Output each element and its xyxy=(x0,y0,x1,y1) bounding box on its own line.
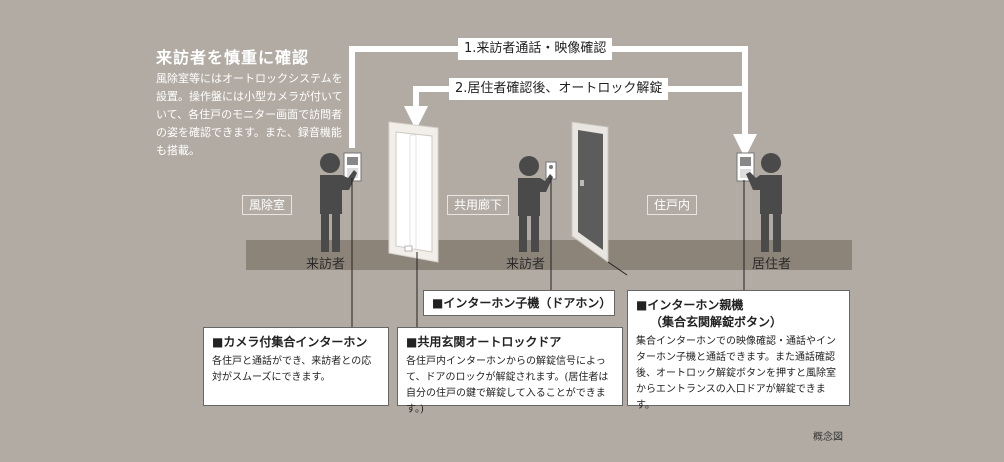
resident-figure xyxy=(746,153,782,252)
callout-autolock-door: ■共用玄関オートロックドア 各住戸内インターホンからの解錠信号によって、ドアのロ… xyxy=(397,327,623,415)
callout-autolock-door-title: ■共用玄関オートロックドア xyxy=(406,335,562,349)
autolock-door-illustration xyxy=(388,121,439,263)
visitor-figure-left xyxy=(320,153,357,252)
leader-lines xyxy=(351,178,745,327)
callout-master-unit: ■インターホン親機 （集合玄関解錠ボタン） 集合インターホンでの映像確認・通話や… xyxy=(627,290,850,411)
callout-autolock-door-text: 各住戸内インターホンからの解錠信号によって、ドアのロックが解錠されます。(居住者… xyxy=(406,356,609,415)
callout-camera-intercom: ■カメラ付集合インターホン 各住戸と通話ができ、来訪者との応対がスムーズにできま… xyxy=(203,327,389,406)
person-label-visitor-center: 来訪者 xyxy=(506,257,546,272)
footnote-concept-diagram: 概念図 xyxy=(813,432,843,443)
floor-band xyxy=(246,240,852,270)
callout-slave-unit: ■インターホン子機（ドアホン） xyxy=(423,290,615,316)
callout-master-unit-subtitle: （集合玄関解錠ボタン） xyxy=(650,315,783,329)
step-1-label: 1.来訪者通話・映像確認 xyxy=(458,38,613,60)
callout-slave-unit-title: ■インターホン子機（ドアホン） xyxy=(432,296,612,310)
zone-label-unit: 住戸内 xyxy=(647,195,698,215)
headline: 来訪者を慎重に確認 xyxy=(156,48,310,67)
callout-camera-intercom-title: ■カメラ付集合インターホン xyxy=(212,335,368,349)
step-2-label: 2.居住者確認後、オートロック解錠 xyxy=(449,78,669,100)
zone-label-vestibule: 風除室 xyxy=(242,195,293,215)
unit-door-illustration xyxy=(571,121,609,263)
callout-master-unit-text: 集合インターホンでの映像確認・通話やインターホン子機と通話できます。また通話確認… xyxy=(636,336,836,411)
callout-camera-intercom-text: 各住戸と通話ができ、来訪者との応対がスムーズにできます。 xyxy=(212,356,372,383)
intro-text: 風除室等にはオートロックシステムを設置。操作盤には小型カメラが付いていて、各住戸… xyxy=(156,72,343,157)
person-label-visitor-left: 来訪者 xyxy=(306,257,346,272)
zone-label-corridor: 共用廊下 xyxy=(447,195,510,215)
person-label-resident: 居住者 xyxy=(752,257,792,272)
callout-master-unit-title: ■インターホン親機 xyxy=(636,298,744,312)
visitor-figure-center xyxy=(518,156,553,252)
